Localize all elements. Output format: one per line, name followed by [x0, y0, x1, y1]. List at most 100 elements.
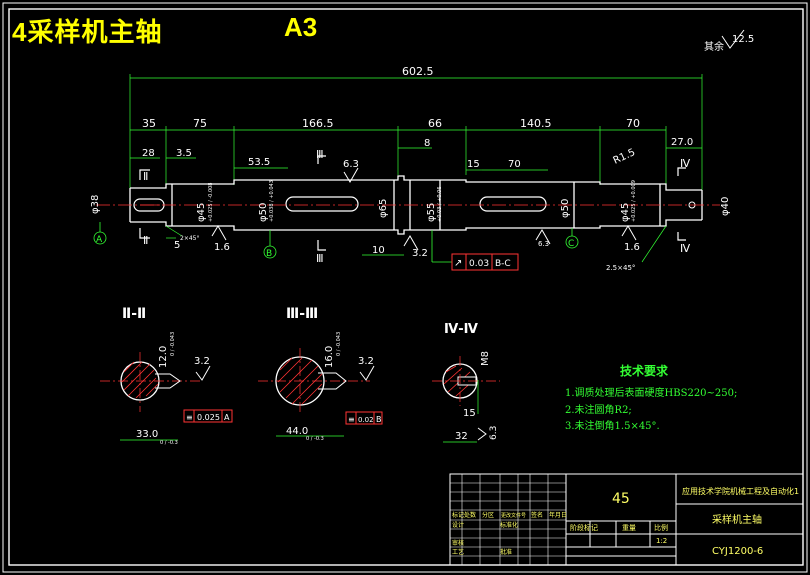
title-block-label-process: 工艺 — [452, 548, 464, 556]
dim-28: 28 — [142, 148, 155, 159]
title-block-weight: 重量 — [622, 524, 636, 532]
tech-note-2: 2.未注圆角R2; — [565, 405, 632, 416]
datum-b: B — [263, 230, 277, 259]
dim-53-5: 53.5 — [248, 157, 270, 168]
segment-dim-4: 66 — [428, 117, 442, 130]
section-4-4: Ⅳ-Ⅳ M8 15 32 6.3 — [432, 322, 500, 443]
svg-text:C: C — [568, 239, 574, 249]
roughness-symbol-2: 1.6 — [211, 225, 230, 253]
datum-c: C — [565, 228, 579, 249]
dim-15: 15 — [467, 159, 480, 170]
section-mark-3-top: Ⅲ — [316, 148, 324, 161]
section-4-4-title: Ⅳ-Ⅳ — [444, 322, 479, 337]
title-block-company: 应用技术学院机械工程及自动化1 — [682, 486, 799, 496]
diameter-phi45-left: φ45 — [196, 203, 207, 222]
segment-dim-2: 75 — [193, 117, 207, 130]
title-block-stage-mark: 阶段标记 — [570, 523, 598, 532]
dim-8: 8 — [424, 138, 430, 149]
section-3-3-roughness: 3.2 — [358, 356, 374, 367]
datum-a: A — [93, 222, 107, 245]
title-block-label-review: 审核 — [452, 539, 464, 547]
segment-dim-3: 166.5 — [302, 117, 334, 130]
svg-text:1.6: 1.6 — [624, 242, 640, 253]
svg-text:B: B — [266, 249, 272, 259]
roughness-symbol-3: 3.2 — [403, 235, 428, 259]
section-2-2-width-tol: 0 / -0.3 — [160, 440, 178, 446]
svg-text:6.3: 6.3 — [538, 240, 549, 248]
section-2-2-width: 33.0 — [136, 429, 158, 440]
segment-dim-1: 35 — [142, 117, 156, 130]
section-2-2-title: Ⅱ-Ⅱ — [122, 306, 146, 322]
section-mark-2-bottom: Ⅱ — [143, 234, 148, 247]
section-4-4-width: 32 — [455, 431, 468, 442]
dim-3-5: 3.5 — [176, 148, 192, 159]
section-2-2-tol-symbol: ≡ — [186, 413, 193, 422]
section-mark-3-bottom: Ⅲ — [316, 252, 324, 265]
diameter-phi40: φ40 — [720, 197, 731, 216]
segment-dim-6: 70 — [626, 117, 640, 130]
general-roughness: 其余 12.5 — [704, 29, 754, 53]
chamfer-left: 2×45° — [180, 235, 199, 242]
title-block-label-change-no: 更改文件号 — [501, 512, 526, 519]
general-roughness-label: 其余 — [704, 40, 724, 53]
title-block-scale: 1:2 — [656, 537, 667, 545]
fillet-r1-5: R1.5 — [612, 147, 637, 167]
tech-note-1: 1.调质处理后表面硬度HBS220~250; — [565, 388, 738, 399]
title-block-drawing-no: CYJ1200-6 — [712, 546, 763, 557]
dim-70: 70 — [508, 159, 521, 170]
runout-value: 0.03 — [469, 259, 489, 269]
drawing-title: 4采样机主轴 — [12, 17, 163, 47]
section-2-2-depth: 12.0 — [158, 346, 169, 368]
section-2-2: Ⅱ-Ⅱ 12.0 0 / -0.043 3.2 33.0 0 / -0.3 ≡ … — [100, 306, 233, 446]
section-3-3-title: Ⅲ-Ⅲ — [286, 306, 318, 322]
diameter-phi50-right: φ50 — [560, 199, 571, 218]
section-3-3-tol-datum: B — [376, 415, 382, 424]
section-4-4-roughness: 6.3 — [489, 426, 499, 440]
sheet-size: A3 — [284, 12, 318, 42]
section-3-3-tol-value: 0.02 — [358, 416, 374, 424]
section-mark-2-top: Ⅱ — [143, 170, 148, 183]
runout-datum: B-C — [495, 259, 511, 269]
roughness-symbol-5: 1.6 — [621, 225, 640, 253]
svg-text:A: A — [96, 235, 103, 245]
section-3-3-width-tol: 0 / -0.3 — [306, 436, 324, 442]
title-block-part-name: 采样机主轴 — [712, 513, 762, 526]
chamfer-right: 2.5×45° — [606, 264, 635, 272]
tech-note-3: 3.未注倒角1.5×45°. — [565, 421, 660, 432]
section-3-3-tol-symbol: ≡ — [348, 415, 355, 424]
dim-10: 10 — [372, 245, 385, 256]
dim-27: 27.0 — [671, 137, 693, 148]
section-mark-4-bottom: Ⅳ — [680, 242, 691, 255]
svg-text:3.2: 3.2 — [412, 248, 428, 259]
diameter-phi38: φ38 — [90, 195, 101, 214]
title-block — [449, 473, 804, 566]
section-3-3-depth: 16.0 — [324, 346, 335, 368]
inner-frame — [8, 8, 804, 566]
section-2-2-tol-value: 0.025 — [197, 413, 220, 422]
title-block-label-design: 设计 — [452, 521, 464, 529]
main-shaft-view: 602.5 35 75 166.5 66 140.5 70 28 3.5 53.… — [90, 65, 731, 272]
dim-5: 5 — [174, 240, 180, 251]
section-mark-4-top: Ⅳ — [680, 157, 691, 170]
diameter-phi50-left: φ50 — [258, 203, 269, 222]
section-4-4-depth: 15 — [463, 408, 476, 419]
section-2-2-tol-datum: A — [224, 413, 230, 422]
title-block-label-zone: 分区 — [482, 511, 494, 519]
general-roughness-value: 12.5 — [732, 34, 754, 45]
section-2-2-roughness: 3.2 — [194, 356, 210, 367]
runout-tolerance-frame: ↗ 0.03 B-C — [431, 230, 519, 271]
tech-requirements-title: 技术要求 — [620, 364, 669, 378]
overall-length-dim: 602.5 — [402, 65, 434, 78]
title-block-scale-label: 比例 — [654, 523, 668, 532]
diameter-phi45-left-tol: +0.025 / -0.008 — [208, 183, 214, 223]
title-block-label-date: 年月日 — [549, 511, 567, 519]
title-block-label-standardize: 标准化 — [500, 521, 518, 529]
title-block-label-sign: 签名 — [531, 511, 543, 519]
roughness-symbol-4: 6.3 — [535, 229, 551, 248]
section-2-2-depth-tol: 0 / -0.043 — [170, 332, 176, 356]
section-3-3: Ⅲ-Ⅲ 16.0 0 / -0.043 3.2 44.0 0 / -0.3 ≡ … — [258, 306, 383, 442]
diameter-phi45-right: φ45 — [620, 203, 631, 222]
segment-dim-5: 140.5 — [520, 117, 552, 130]
